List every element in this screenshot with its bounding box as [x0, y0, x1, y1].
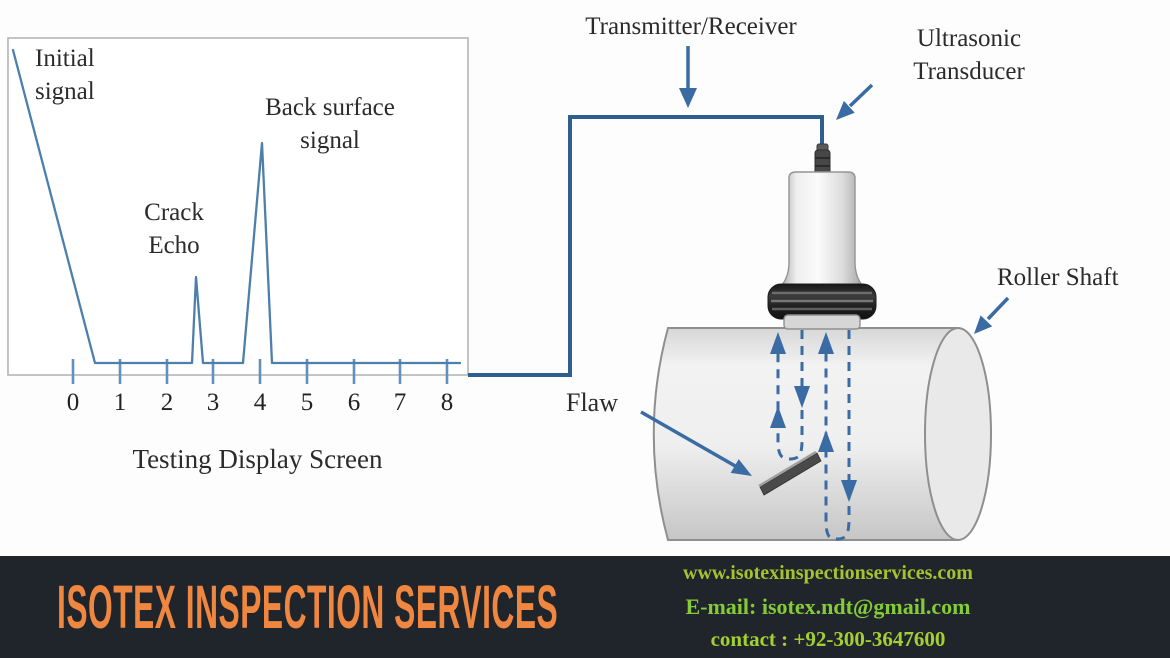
x-tick-label-8: 8	[440, 389, 454, 416]
up-arrowhead	[818, 332, 834, 354]
email-address: E-mail: isotex.ndt@gmail.com	[685, 594, 971, 619]
ultrasonic-transducer	[767, 143, 877, 330]
up-arrowhead	[770, 332, 786, 354]
x-tick-label-6: 6	[347, 389, 361, 416]
back-surface-echo-path	[824, 330, 851, 541]
x-tick-label-2: 2	[160, 389, 174, 416]
website-url: www.isotexinspectionservices.com	[683, 562, 973, 584]
beam-arrowheads	[770, 332, 857, 502]
transducer-cable	[468, 115, 824, 377]
flaw-arrow	[640, 410, 752, 476]
roller-shaft-arrow	[974, 296, 1010, 334]
footer-banner: ISOTEX INSPECTION SERVICES www.isotexins…	[0, 556, 1170, 658]
x-tick-label-1: 1	[113, 389, 127, 416]
diagram-drawing	[7, 37, 1010, 541]
ultrasonic-transducer-arrow	[836, 83, 874, 120]
phone-number: contact : +92-300-3647600	[710, 627, 946, 651]
ultrasonic-transducer-label: Ultrasonic Transducer	[913, 25, 1025, 85]
contact-info: www.isotexinspectionservices.com E-mail:…	[618, 558, 1038, 652]
cylinder-end-cap	[924, 327, 992, 541]
transmitter-receiver-label: Transmitter/Receiver	[585, 13, 797, 40]
transducer-body	[780, 171, 864, 286]
initial-signal-label: Initial signal	[35, 45, 95, 105]
up-arrowhead	[770, 406, 786, 428]
roller-shaft-cylinder	[652, 327, 992, 541]
company-name: ISOTEX INSPECTION SERVICES	[57, 556, 1021, 658]
down-arrowhead	[794, 386, 810, 408]
flaw-label: Flaw	[566, 388, 618, 417]
up-arrowhead	[818, 430, 834, 452]
x-tick-label-0: 0	[66, 389, 80, 416]
x-tick-label-3: 3	[206, 389, 220, 416]
x-tick-label-7: 7	[393, 389, 407, 416]
crack-echo-label: Crack Echo	[144, 199, 204, 259]
x-tick-label-5: 5	[300, 389, 314, 416]
ultrasound-beam-paths	[776, 330, 851, 541]
company-name-text: ISOTEX INSPECTION SERVICES	[57, 573, 559, 641]
flaw-defect	[758, 450, 822, 496]
flaw-echo-path	[776, 330, 804, 461]
down-arrowhead	[841, 480, 857, 502]
display-screen-box	[7, 37, 469, 384]
back-surface-signal-label: Back surface signal	[265, 94, 395, 154]
x-tick-label-4: 4	[253, 389, 267, 416]
ultrasonic-testing-diagram: Initial signal Crack Echo Back surface s…	[7, 13, 1119, 541]
transducer-contact-face	[783, 314, 861, 330]
roller-shaft-label: Roller Shaft	[997, 264, 1119, 291]
signal-trace	[11, 48, 462, 365]
transmitter-receiver-arrow	[679, 46, 697, 108]
testing-display-screen-caption: Testing Display Screen	[132, 444, 383, 474]
